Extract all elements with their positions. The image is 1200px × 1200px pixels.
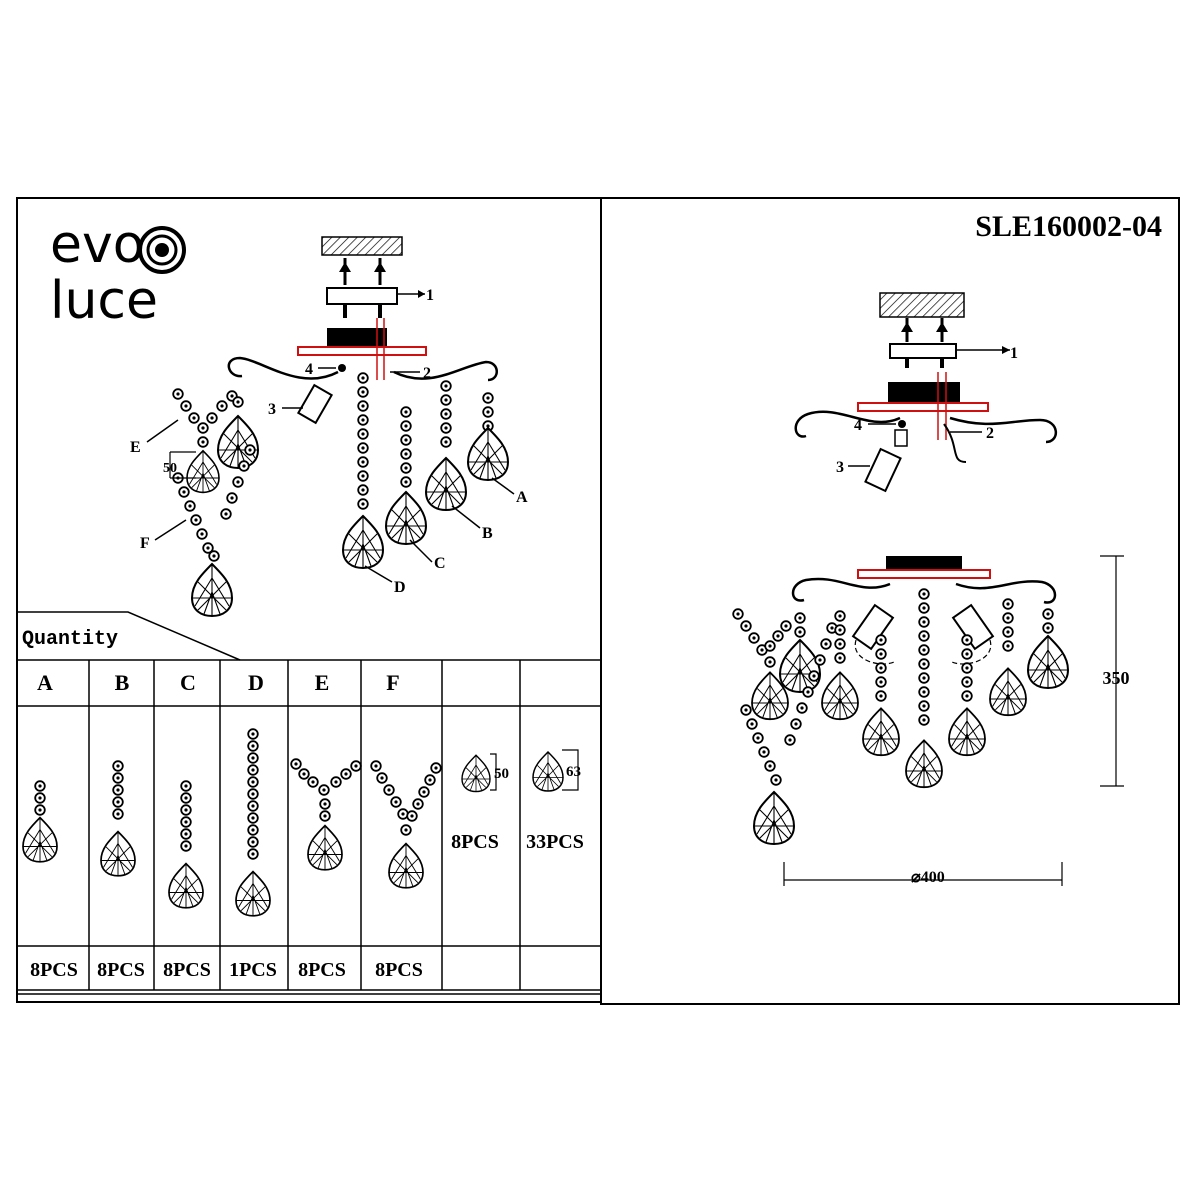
quantity-title: Quantity bbox=[22, 628, 118, 651]
loose-dim-63: 63 bbox=[566, 764, 581, 780]
item-e-illustration bbox=[290, 758, 362, 871]
loose-dim-50: 50 bbox=[494, 766, 509, 782]
logo-ring-icon bbox=[138, 226, 186, 274]
height-value: 350 bbox=[1103, 668, 1130, 688]
item-a-illustration bbox=[22, 780, 58, 863]
loose-crystal-50: 50 bbox=[461, 753, 509, 793]
diameter-value: ⌀400 bbox=[911, 869, 945, 886]
part-label-2: 2 bbox=[423, 365, 431, 382]
pendant-label-d: D bbox=[394, 579, 406, 596]
pendant-a-left bbox=[467, 392, 509, 481]
bulb-socket: 3 bbox=[268, 383, 334, 425]
assembly-diagram-right: 1 2 4 3 bbox=[794, 292, 1057, 493]
qty-f: 8PCS bbox=[375, 959, 423, 981]
col-header-f: F bbox=[386, 670, 399, 695]
arm-right bbox=[393, 360, 498, 382]
brand-logo: evo luce bbox=[50, 215, 186, 331]
col-header-a: A bbox=[37, 670, 53, 695]
ceiling-hatch bbox=[321, 236, 403, 256]
pendant-c-left bbox=[385, 406, 427, 545]
brand-line1: evo bbox=[50, 215, 145, 275]
qty-c: 8PCS bbox=[163, 959, 211, 981]
part-label-1-right: 1 bbox=[1010, 345, 1018, 362]
col-header-c: C bbox=[180, 670, 196, 695]
ceiling-anchors bbox=[339, 258, 386, 285]
qty-d: 1PCS bbox=[229, 959, 277, 981]
pendant-d-left bbox=[342, 372, 384, 569]
col-header-d: D bbox=[248, 670, 264, 695]
part-label-4-right: 4 bbox=[854, 417, 862, 434]
right-panel-frame bbox=[600, 197, 1180, 1005]
pendant-label-f: F bbox=[140, 535, 150, 552]
item-f-illustration bbox=[370, 760, 442, 889]
assembly-diagram-left: 1 2 4 3 bbox=[130, 236, 528, 617]
item-b-illustration bbox=[100, 760, 136, 877]
assembled-chandelier bbox=[732, 556, 1069, 845]
canopy-plate bbox=[297, 346, 427, 356]
loose-crystal-63: 63 bbox=[532, 749, 581, 792]
item-c-illustration bbox=[168, 780, 204, 909]
pendant-label-b: B bbox=[482, 525, 493, 542]
part-label-1: 1 bbox=[426, 287, 434, 304]
loose-qty-50: 8PCS bbox=[451, 831, 499, 853]
detail-dimension: 50 bbox=[163, 461, 177, 476]
part-label-2-right: 2 bbox=[986, 425, 994, 442]
col-header-e: E bbox=[315, 670, 330, 695]
qty-b: 8PCS bbox=[97, 959, 145, 981]
part-label-3: 3 bbox=[268, 401, 276, 418]
loose-qty-63: 33PCS bbox=[526, 831, 584, 853]
pendant-label-e: E bbox=[130, 439, 141, 456]
pendant-label-c: C bbox=[434, 555, 446, 572]
arm-left bbox=[227, 356, 339, 380]
height-dimension: 350 bbox=[1100, 555, 1130, 787]
qty-a: 8PCS bbox=[30, 959, 78, 981]
pendant-b-left bbox=[425, 380, 467, 511]
model-number: SLE160002-04 bbox=[975, 210, 1162, 243]
part-label-4: 4 bbox=[305, 361, 313, 378]
mounting-bracket: 1 bbox=[326, 287, 434, 318]
item-d-illustration bbox=[235, 728, 271, 917]
part-label-3-right: 3 bbox=[836, 459, 844, 476]
col-header-b: B bbox=[115, 670, 130, 695]
brand-line2: luce bbox=[50, 271, 158, 331]
diameter-dimension: ⌀400 bbox=[783, 862, 1063, 886]
quantity-table: Quantity A B C D E F bbox=[17, 611, 601, 991]
pendant-label-a: A bbox=[516, 489, 528, 506]
canopy bbox=[327, 328, 387, 348]
qty-e: 8PCS bbox=[298, 959, 346, 981]
